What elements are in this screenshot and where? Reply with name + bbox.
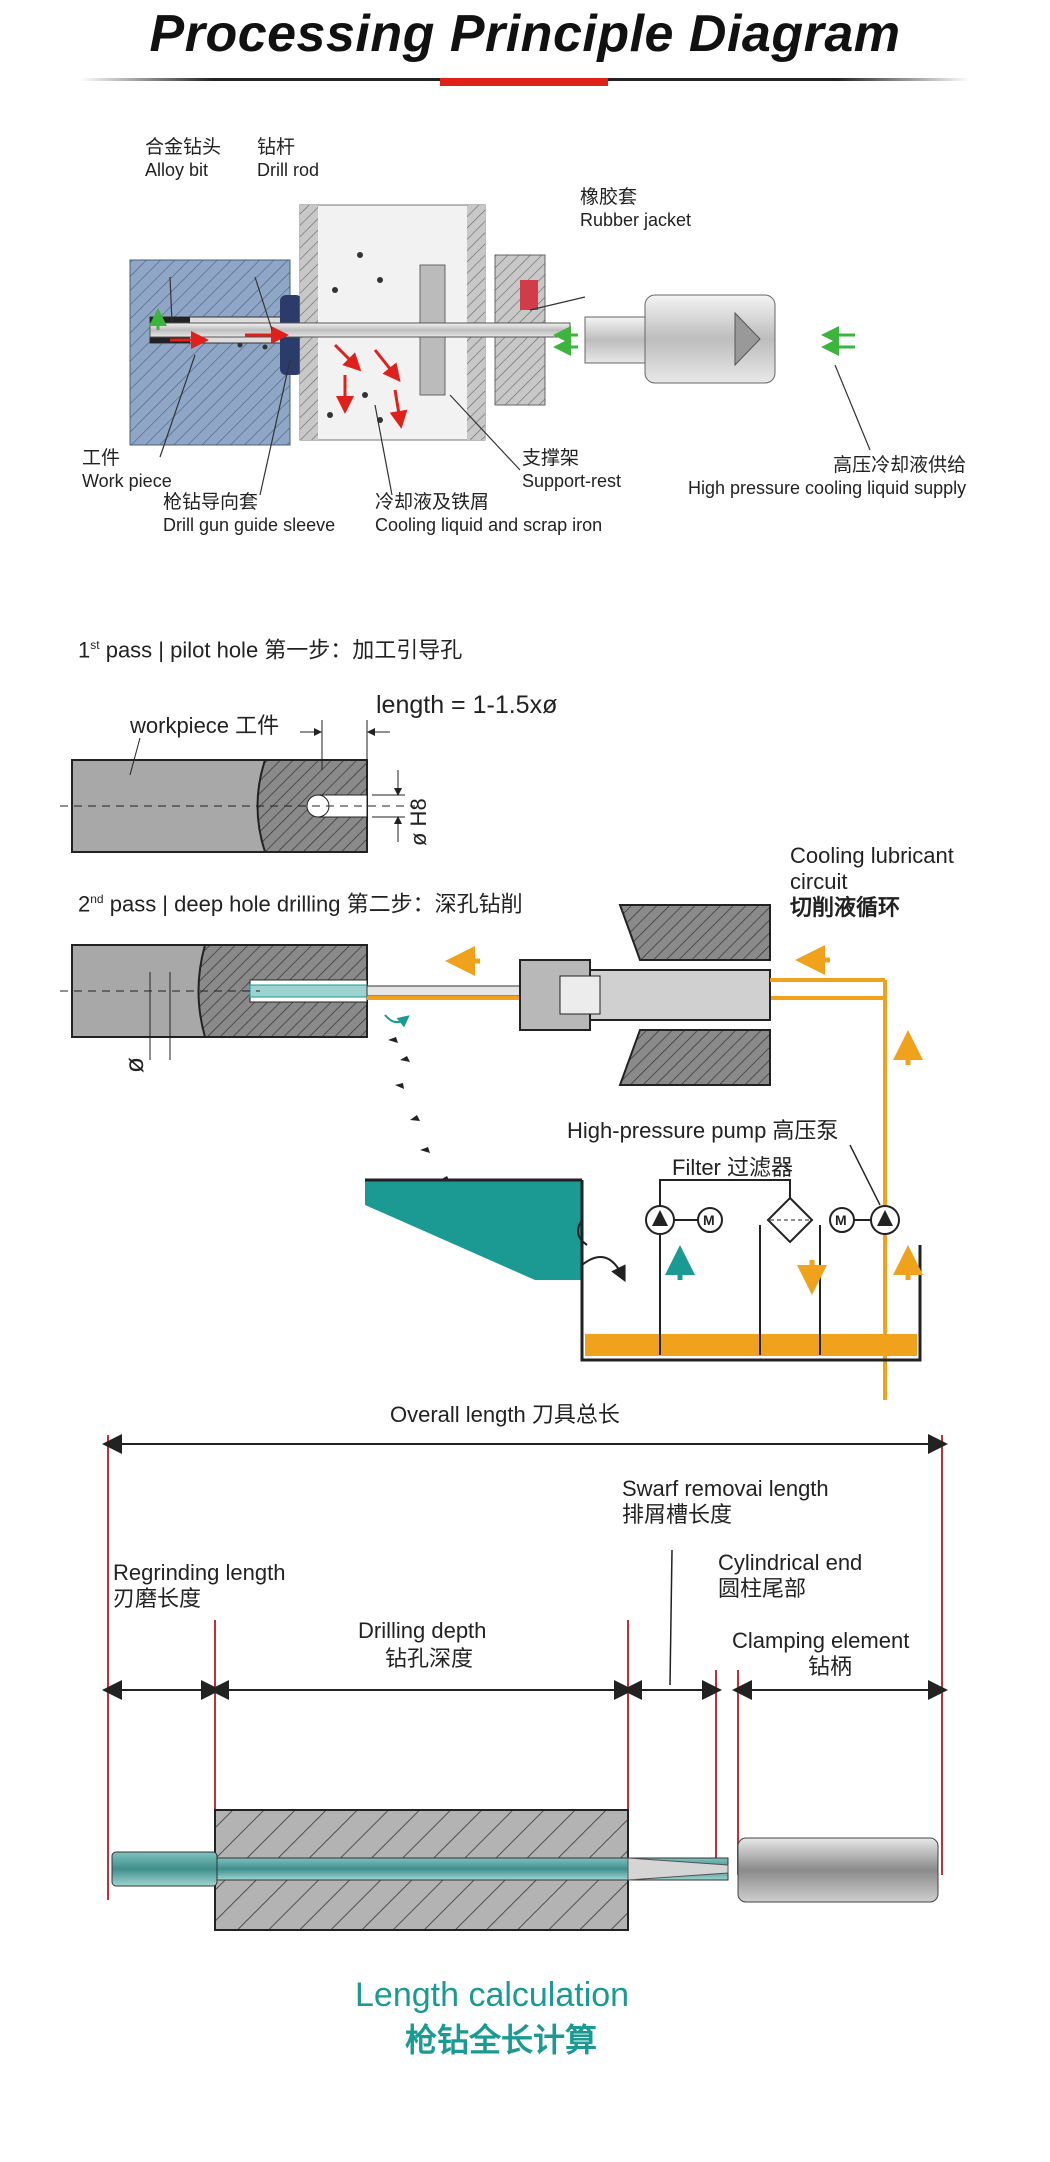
label-guide-sleeve: 枪钻导向套 Drill gun guide sleeve [163,492,335,536]
label-drill-rod-en: Drill rod [257,160,320,180]
motor-right-label: M [835,1212,847,1228]
section-processing-diagram: 合金钻头 Alloy bit 钻杆 Drill rod 橡胶套 Rubber j… [0,95,1050,565]
hp-pump-label: High-pressure pump 高压泵 [567,1118,839,1143]
chuck [644,294,776,384]
label-guide-sleeve-en: Drill gun guide sleeve [163,515,336,535]
workpiece-block [129,259,291,446]
pass1-heading: 1st pass | pilot hole 第一步：加工引导孔 [78,637,463,663]
label-cooling-scrap-zh: 冷却液及铁屑 [375,492,490,513]
page-title: Processing Principle Diagram [149,5,901,63]
label-support-rest: 支撑架 Support-rest [522,448,621,492]
label-drill-rod: 钻杆 Drill rod [257,137,319,181]
label-cooling-scrap-en: Cooling liquid and scrap iron [375,515,603,535]
label-support-rest-zh: 支撑架 [522,448,580,469]
label-alloy-bit-zh: 合金钻头 [145,137,222,158]
pass2-sup: nd [90,892,104,906]
label-drill-rod-zh: 钻杆 [257,137,296,158]
pass1-sup: st [90,638,100,652]
label-hp-supply-en: High pressure cooling liquid supply [688,478,967,498]
chip-chute [365,1180,582,1280]
length-calc-title-en: Length calculation [355,1976,630,2014]
regrind-label-en: Regrinding length [113,1560,286,1585]
cylindrical-label-en: Cylindrical end [718,1550,863,1575]
length-calc-title-zh: 枪钻全长计算 [405,2022,598,2058]
label-cooling-scrap: 冷却液及铁屑 Cooling liquid and scrap iron [375,492,602,536]
filter-label: Filter 过滤器 [672,1155,794,1180]
length-calc-illustration [102,1434,948,1931]
drilling-label-en: Drilling depth [358,1618,487,1643]
label-hp-supply: 高压冷却液供给 High pressure cooling liquid sup… [688,455,966,499]
label-work-piece-zh: 工件 [82,448,121,469]
label-rubber-jacket-zh: 橡胶套 [580,187,638,208]
length-formula: length = 1-1.5xø [376,691,558,719]
passes-illustration [60,720,923,1400]
cylindrical-label-zh: 圆柱尾部 [718,1576,807,1601]
swarf-label-zh: 排屑槽长度 [622,1502,733,1527]
label-rubber-jacket-en: Rubber jacket [580,210,692,230]
filter-symbol [766,1196,814,1244]
diameter-h8-label: ø H8 [406,798,431,846]
section-drilling-passes: 1st pass | pilot hole 第一步：加工引导孔 workpiec… [0,620,1050,1400]
label-work-piece: 工件 Work piece [82,448,172,492]
label-alloy-bit-en: Alloy bit [145,160,209,180]
label-rubber-jacket: 橡胶套 Rubber jacket [580,187,691,231]
drilling-label-zh: 钻孔深度 [385,1646,474,1671]
clamping-label-zh: 钻柄 [808,1654,853,1679]
motor-left-label: M [703,1212,715,1228]
cooling-circuit-en1: Cooling lubricant [790,843,954,868]
pass1-heading-text: pass | pilot hole 第一步：加工引导孔 [99,637,463,663]
label-hp-supply-zh: 高压冷却液供给 [833,455,967,476]
label-support-rest-en: Support-rest [522,471,622,491]
drill-shank [737,1837,939,1903]
clamping-label-en: Clamping element [732,1628,910,1653]
label-guide-sleeve-zh: 枪钻导向套 [163,492,259,513]
cooling-circuit-zh: 切削液循环 [790,895,901,920]
coolant-tank [580,1245,922,1362]
pass2-heading-text: pass | deep hole drilling 第二步：深孔钻削 [103,891,523,917]
diameter-symbol: ø [118,1057,149,1073]
drill-rod [149,322,571,338]
gun-drill-tip [111,1851,218,1887]
regrind-label-zh: 刃磨长度 [113,1586,202,1611]
processing-illustration [129,204,871,496]
section-length-calculation: Overall length 刀具总长 Swarf removai length… [0,1404,1050,2150]
cooling-circuit-en2: circuit [790,869,848,894]
overall-length-label: Overall length 刀具总长 [390,1402,620,1427]
title-underline [80,78,970,86]
swarf-label-en: Swarf removai length [622,1476,829,1501]
label-alloy-bit: 合金钻头 Alloy bit [145,137,221,181]
title-accent-bar [440,78,608,86]
workpiece-label: workpiece 工件 [130,713,280,738]
pass2-heading: 2nd pass | deep hole drilling 第二步：深孔钻削 [78,891,523,917]
label-work-piece-en: Work piece [82,471,172,491]
